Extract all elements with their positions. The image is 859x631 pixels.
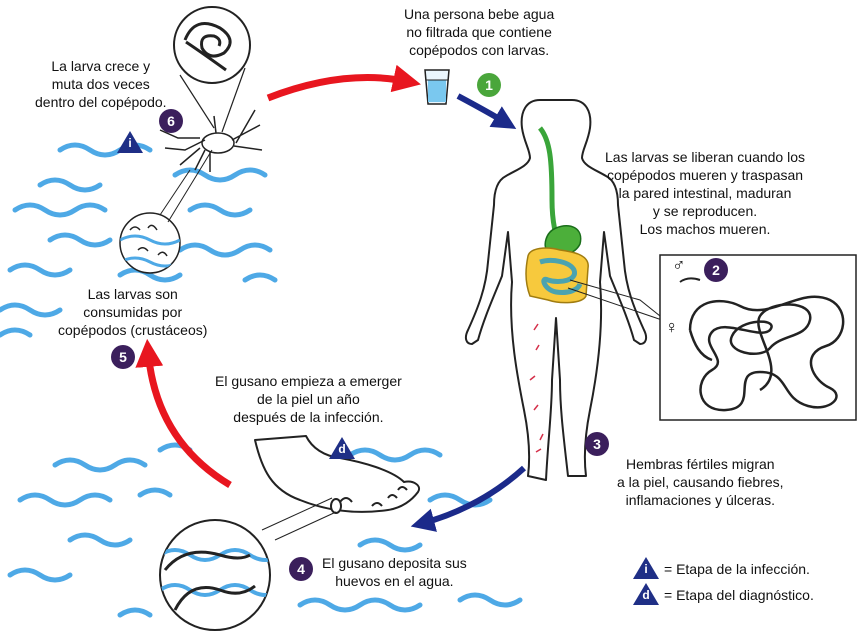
larvae-released-callout: [159, 519, 271, 631]
water-glass: [424, 69, 450, 105]
arrow-step6-to-1: [266, 64, 421, 102]
diagnosis-stage-badge: d: [329, 437, 355, 459]
legend-infection-label: = Etapa de la infección.: [664, 561, 810, 577]
step3-caption: Hembras fértiles migran a la piel, causa…: [617, 455, 784, 509]
step2-line: Los machos mueren.: [639, 221, 771, 237]
arrow-step4-to-5: [135, 338, 232, 489]
female-symbol: ♀: [665, 317, 679, 337]
emergence-line: después de la infección.: [233, 409, 384, 425]
step6-line: La larva crece y: [51, 58, 151, 74]
legend-infection-letter: i: [644, 562, 648, 576]
legend-diagnosis-label: = Etapa del diagnóstico.: [664, 587, 814, 603]
copepod: [159, 109, 263, 172]
step1-badge: 1: [477, 73, 501, 97]
step5-line: Las larvas son: [87, 286, 178, 302]
step1-caption: Una persona bebe agua no filtrada que co…: [404, 5, 554, 59]
adult-worms-box: [659, 254, 857, 421]
larva-callout: [173, 6, 251, 133]
digestive-tract: [525, 126, 691, 341]
step5-line: consumidas por: [83, 304, 183, 320]
larvae-in-water-callout: [119, 149, 213, 274]
step2-line: copépodos mueren y traspasan: [606, 167, 804, 183]
arrow-step3-to-4: [410, 465, 527, 532]
step2-line: y se reproducen.: [652, 203, 758, 219]
legend-diagnosis-letter: d: [642, 588, 650, 602]
legend-infection-icon: i: [633, 557, 659, 579]
step2-caption: Las larvas se liberan cuando los copépod…: [605, 148, 805, 238]
step3-line: Hembras fértiles migran: [625, 456, 775, 472]
emergence-line: El gusano empieza a emerger: [215, 373, 402, 389]
step5-badge: 5: [111, 345, 135, 369]
worm-migration-marks: [529, 323, 544, 453]
step4-line: El gusano deposita sus: [322, 555, 467, 571]
emergence-caption: El gusano empieza a emerger de la piel u…: [215, 372, 402, 426]
step2-badge: 2: [704, 258, 728, 282]
infection-badge-letter: i: [128, 136, 132, 150]
step6-line: muta dos veces: [51, 76, 150, 92]
step4-badge: 4: [289, 557, 313, 581]
male-symbol: ♂: [672, 255, 686, 275]
diagnosis-badge-letter: d: [338, 442, 346, 456]
arrow-step1-to-2: [456, 93, 517, 129]
step3-line: a la piel, causando fiebres,: [617, 474, 784, 490]
step5-caption: Las larvas son consumidas por copépodos …: [58, 285, 207, 339]
step2-line: la pared intestinal, maduran: [618, 185, 792, 201]
step3-line: inflamaciones y úlceras.: [625, 492, 775, 508]
step1-line: Una persona bebe agua: [404, 6, 555, 22]
step5-line: copépodos (crustáceos): [58, 322, 208, 338]
step3-badge: 3: [585, 432, 609, 456]
step1-line: no filtrada que contiene: [406, 24, 552, 40]
emergence-line: de la piel un año: [257, 391, 360, 407]
step4-line: huevos en el agua.: [335, 573, 454, 589]
infection-stage-badge: i: [117, 131, 143, 153]
step2-line: Las larvas se liberan cuando los: [605, 149, 806, 165]
step6-badge: 6: [159, 109, 183, 133]
step6-caption: La larva crece y muta dos veces dentro d…: [35, 57, 167, 111]
step4-caption: El gusano deposita sus huevos en el agua…: [322, 554, 467, 590]
legend-diagnosis-icon: d: [633, 583, 659, 605]
step6-line: dentro del copépodo.: [35, 94, 167, 110]
step1-line: copépodos con larvas.: [409, 42, 550, 58]
